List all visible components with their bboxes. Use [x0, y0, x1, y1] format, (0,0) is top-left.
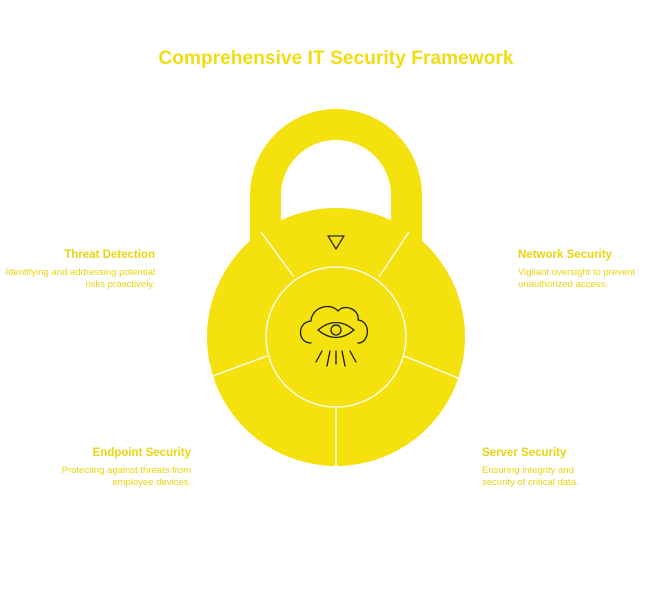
cloud-eye-icon: [299, 305, 369, 367]
segment-label-server-security: Server Security Ensuring integrity and s…: [482, 447, 602, 488]
divider-right: [403, 355, 459, 379]
segment-label-network-security: Network Security Vigilant oversight to p…: [518, 249, 638, 290]
segment-label-threat-detection: Threat Detection Identifying and address…: [0, 249, 155, 290]
segment-title: Network Security: [518, 249, 612, 261]
triangle-down-icon: [327, 235, 345, 250]
padlock-shackle: [250, 109, 422, 272]
divider-top-left: [260, 231, 295, 278]
segment-title: Server Security: [482, 447, 567, 459]
segment-description: Identifying and addressing potential ris…: [5, 267, 155, 290]
segment-description: Ensuring integrity and security of criti…: [482, 465, 579, 488]
segment-title: Threat Detection: [64, 249, 155, 261]
segment-description: Vigilant oversight to prevent unauthoriz…: [518, 267, 636, 290]
segment-label-endpoint-security: Endpoint Security Protecting against thr…: [21, 447, 191, 488]
center-ring: [265, 266, 407, 408]
segment-description: Protecting against threats from employee…: [61, 465, 191, 488]
divider-left: [212, 355, 268, 377]
diagram-title: Comprehensive IT Security Framework: [158, 48, 514, 69]
divider-top-right: [378, 231, 410, 278]
segment-title: Endpoint Security: [92, 447, 191, 459]
